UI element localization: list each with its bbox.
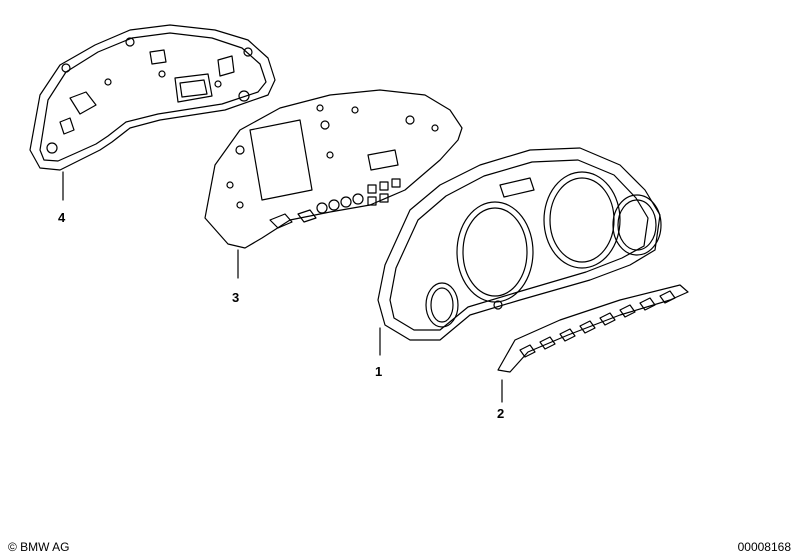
document-number: 00008168	[737, 540, 791, 554]
callout-part-4: 4	[58, 210, 66, 225]
circuit-board-icon	[204, 89, 463, 279]
instrument-cluster-housing-icon	[377, 147, 662, 356]
callout-part-1: 1	[375, 364, 382, 379]
copyright-label: © BMW AG	[8, 540, 70, 554]
callout-part-3: 3	[232, 290, 239, 305]
callout-part-2: 2	[497, 406, 504, 421]
printed-circuit-strip-icon	[497, 284, 689, 403]
rear-housing-cover-icon	[29, 24, 276, 201]
